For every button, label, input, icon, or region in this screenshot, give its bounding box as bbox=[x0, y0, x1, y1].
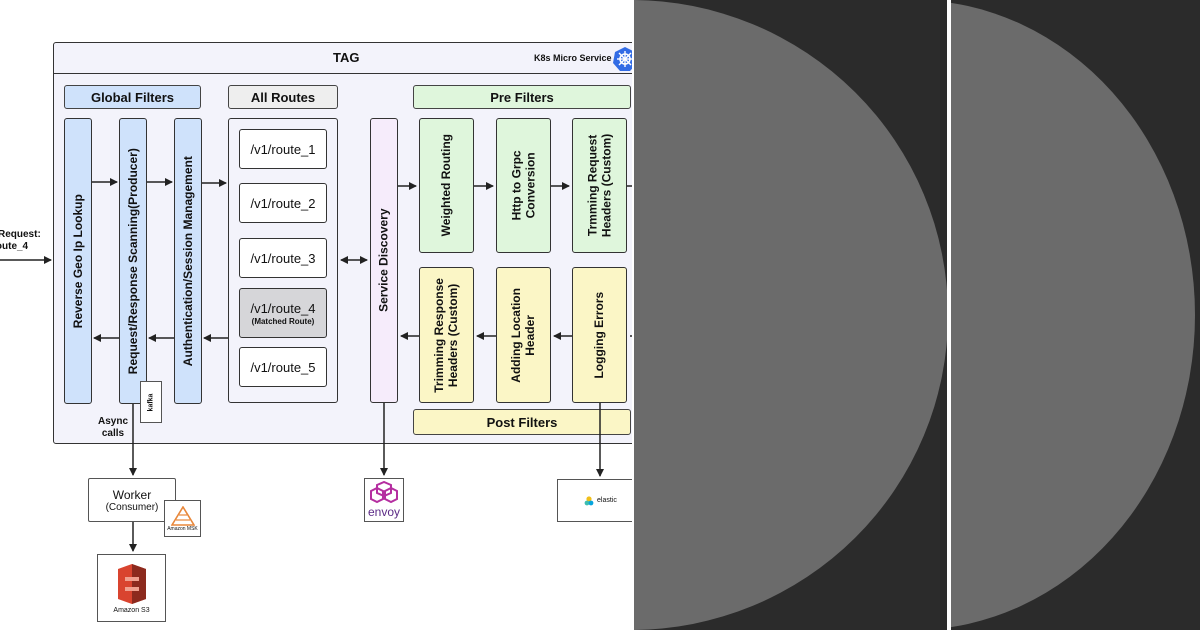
post-filter-logging-errors: Logging Errors bbox=[572, 267, 627, 403]
post-filter-trim-response-headers: Trimming Response Headers (Custom) bbox=[419, 267, 474, 403]
kubernetes-icon bbox=[613, 47, 632, 71]
s3-label: Amazon S3 bbox=[113, 606, 150, 614]
msk-label: Amazon MSK bbox=[167, 525, 198, 532]
decorative-half-circle bbox=[634, 0, 947, 630]
service-discovery-box: Service Discovery bbox=[370, 118, 398, 403]
pre-filter-weighted-routing: Weighted Routing bbox=[419, 118, 474, 253]
elastic-label: elastic bbox=[597, 497, 617, 504]
msk-icon bbox=[170, 505, 195, 526]
amazon-msk-logo: Amazon MSK bbox=[164, 500, 201, 537]
tag-title-bar bbox=[53, 42, 632, 74]
worker-title: Worker bbox=[112, 487, 152, 502]
request-label-line1: Request: bbox=[0, 229, 41, 240]
kafka-logo: kafka bbox=[140, 381, 162, 423]
route-item: /v1/route_5 bbox=[239, 347, 327, 387]
route-label: /v1/route_4 bbox=[250, 300, 316, 316]
pre-filters-header: Pre Filters bbox=[413, 85, 631, 109]
route-item: /v1/route_1 bbox=[239, 129, 327, 169]
decorative-panel-left bbox=[634, 0, 947, 630]
amazon-s3-logo: Amazon S3 bbox=[97, 554, 166, 622]
post-filters-header: Post Filters bbox=[413, 409, 631, 435]
all-routes-header: All Routes bbox=[228, 85, 338, 109]
request-label-line2: route_4 bbox=[0, 241, 29, 252]
route-label: /v1/route_1 bbox=[250, 141, 316, 157]
envoy-icon bbox=[370, 481, 398, 504]
decorative-panel-right bbox=[951, 0, 1200, 630]
global-filter-geo-ip: Reverse Geo Ip Lookup bbox=[64, 118, 92, 404]
route-item: /v1/route_2 bbox=[239, 183, 327, 223]
route-label: /v1/route_3 bbox=[250, 250, 316, 266]
route-item-matched: /v1/route_4 (Matched Route) bbox=[239, 288, 327, 338]
async-line1: Async bbox=[98, 416, 129, 427]
tag-title: TAG bbox=[333, 50, 360, 65]
post-filter-location-header: Adding Location Header bbox=[496, 267, 551, 403]
route-label: /v1/route_5 bbox=[250, 359, 316, 375]
route-item: /v1/route_3 bbox=[239, 238, 327, 278]
route-label: /v1/route_2 bbox=[250, 195, 316, 211]
matched-route-note: (Matched Route) bbox=[251, 316, 315, 326]
elastic-logo: elastic bbox=[557, 479, 632, 522]
global-filter-scanning: Request/Response Scanning(Producer) bbox=[119, 118, 147, 404]
k8s-label: K8s Micro Service bbox=[534, 53, 612, 63]
s3-bucket-icon bbox=[117, 563, 146, 604]
global-filter-auth: Authentication/Session Management bbox=[174, 118, 202, 404]
async-line2: calls bbox=[101, 428, 125, 439]
request-label: Request: route_4 bbox=[0, 229, 41, 253]
pre-filter-http-grpc: Http to Grpc Conversion bbox=[496, 118, 551, 253]
global-filters-header: Global Filters bbox=[64, 85, 201, 109]
connector-arrows bbox=[0, 178, 632, 552]
architecture-diagram: TAG K8s Micro Service Request: route_4 G… bbox=[0, 42, 632, 622]
envoy-logo: envoy bbox=[364, 478, 404, 522]
pre-filter-trim-request-headers: Trmming Request Headers (Custom) bbox=[572, 118, 627, 253]
elastic-icon bbox=[584, 495, 594, 505]
async-calls-label: Async calls bbox=[98, 416, 128, 440]
decorative-half-circle bbox=[951, 0, 1195, 630]
worker-subtitle: (Consumer) bbox=[105, 501, 159, 513]
envoy-label: envoy bbox=[367, 505, 401, 519]
